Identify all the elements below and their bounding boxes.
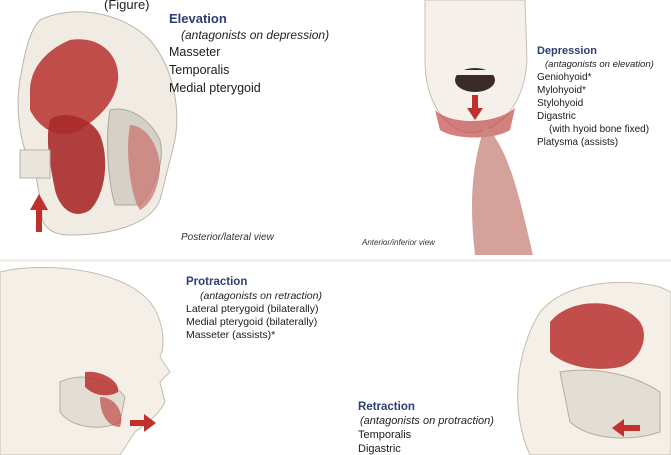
elevation-block: Elevation (antagonists on depression) Ma… <box>169 11 329 97</box>
depression-title: Depression <box>537 45 654 58</box>
retraction-muscle: Temporalis <box>358 428 494 442</box>
elevation-antagonists: (antagonists on depression) <box>181 27 329 43</box>
elevation-caption: Posterior/lateral view <box>181 232 274 243</box>
retraction-muscle: Digastric <box>358 442 494 455</box>
protraction-illustration <box>0 262 180 455</box>
retraction-title: Retraction <box>358 400 494 414</box>
elevation-muscle: Masseter <box>169 43 329 61</box>
depression-antagonists: (antagonists on elevation) <box>545 58 654 71</box>
protraction-title: Protraction <box>186 275 322 289</box>
depression-muscle: Platysma (assists) <box>537 136 654 149</box>
depression-muscle: Digastric <box>537 110 654 123</box>
retraction-antagonists: (antagonists on protraction) <box>360 414 494 428</box>
protraction-antagonists: (antagonists on retraction) <box>200 289 322 303</box>
depression-block: Depression (antagonists on elevation) Ge… <box>537 45 654 149</box>
protraction-muscle: Lateral pterygoid (bilaterally) <box>186 303 322 316</box>
protraction-block: Protraction (antagonists on retraction) … <box>186 275 322 342</box>
depression-muscle: Mylohyoid* <box>537 84 654 97</box>
retraction-block: Retraction (antagonists on protraction) … <box>358 400 494 455</box>
elevation-muscle: Temporalis <box>169 61 329 79</box>
protraction-muscle: Medial pterygoid (bilaterally) <box>186 316 322 329</box>
protraction-muscle: Masseter (assists)* <box>186 329 322 342</box>
depression-caption: Anterior/inferior view <box>362 238 435 247</box>
depression-muscle: Stylohyoid <box>537 97 654 110</box>
elevation-muscle: Medial pterygoid <box>169 79 329 97</box>
depression-muscle-note: (with hyoid bone fixed) <box>549 123 654 136</box>
depression-illustration <box>415 0 535 255</box>
retraction-illustration <box>510 262 671 455</box>
depression-muscle: Geniohyoid* <box>537 71 654 84</box>
elevation-title: Elevation <box>169 11 329 27</box>
section-divider <box>0 259 671 262</box>
